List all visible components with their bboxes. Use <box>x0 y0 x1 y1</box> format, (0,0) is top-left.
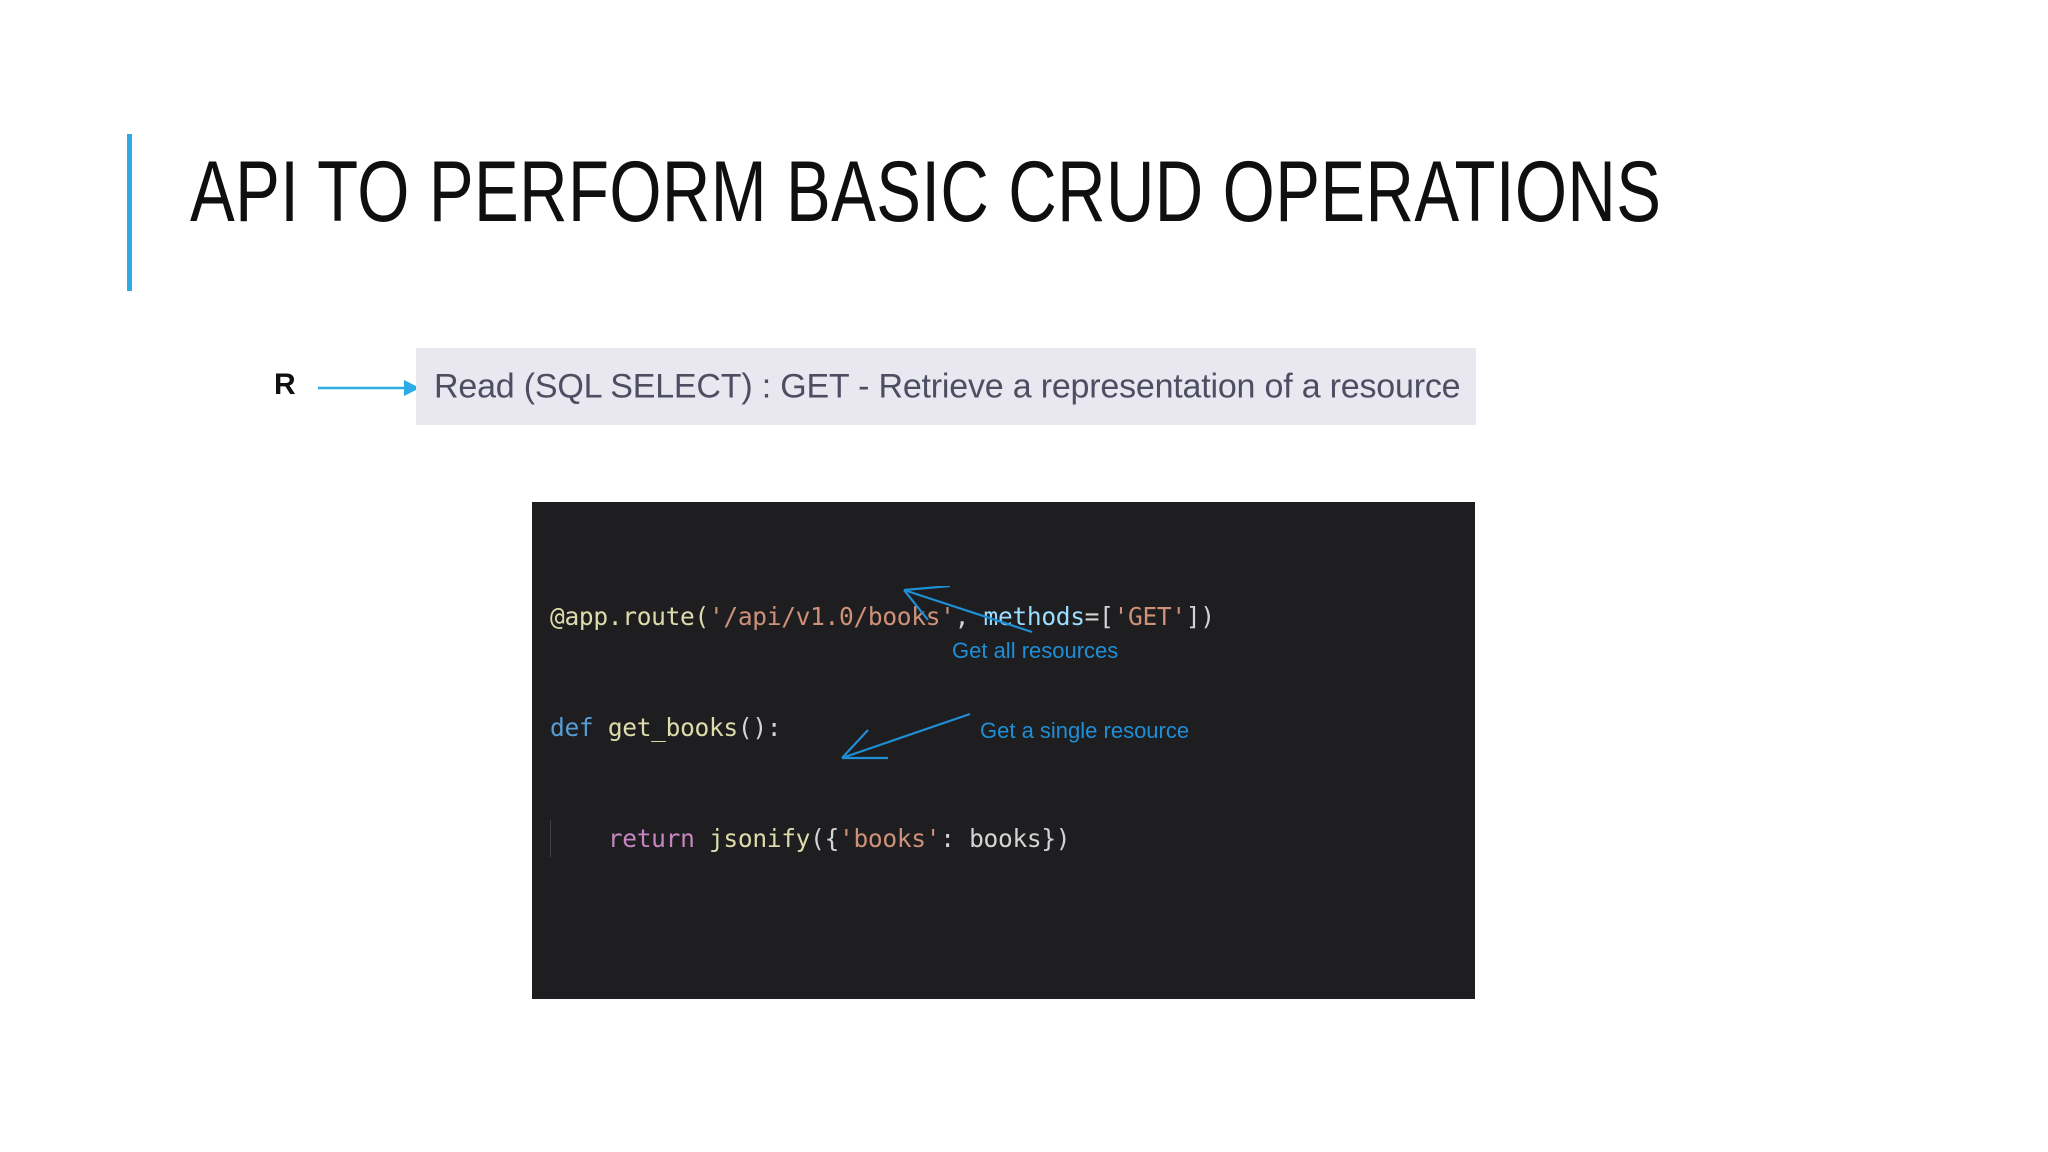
code-line: @app.route('/api/v1.0/books', methods=['… <box>550 598 1417 635</box>
code-token: get_books <box>607 713 738 742</box>
bullet-letter-r: R <box>274 368 296 401</box>
get-all-resources-label: Get all resources <box>952 638 1119 663</box>
code-text: @app.route('/api/v1.0/books', methods=['… <box>550 524 1417 999</box>
code-token: books <box>969 824 1042 853</box>
code-token: methods <box>983 602 1085 631</box>
read-highlight-box: Read (SQL SELECT) : GET - Retrieve a rep… <box>416 348 1476 425</box>
code-token: }) <box>1041 824 1071 853</box>
code-token <box>550 824 608 853</box>
code-block: @app.route('/api/v1.0/books', methods=['… <box>532 502 1475 999</box>
code-token: ]) <box>1185 602 1215 631</box>
code-token: def <box>550 713 608 742</box>
get-single-resource-arrow-icon <box>841 712 971 760</box>
title-accent-bar <box>127 134 132 291</box>
code-token: =[ <box>1084 602 1114 631</box>
code-token: @app.route( <box>550 602 709 631</box>
code-line-blank <box>550 931 1417 968</box>
page-title: API to perform basic CRUD operations <box>190 144 1662 240</box>
code-token: 'GET' <box>1113 602 1187 631</box>
code-token: (): <box>737 713 782 742</box>
code-token: return <box>607 824 709 853</box>
read-highlight-text: Read (SQL SELECT) : GET - Retrieve a rep… <box>434 367 1461 405</box>
code-token: '/api/v1.0/books' <box>708 602 955 631</box>
code-line: return jsonify({'books': books}) <box>550 820 1417 857</box>
code-token: : <box>940 824 970 853</box>
code-token: 'books' <box>839 824 941 853</box>
code-token: ({ <box>810 824 840 853</box>
bullet-arrow-icon <box>318 380 420 396</box>
get-single-resource-label: Get a single resource <box>980 718 1190 743</box>
code-token: jsonify <box>708 824 811 853</box>
get-all-resources-arrow-icon <box>903 586 1033 634</box>
code-line: def get_books(): <box>550 709 1417 746</box>
